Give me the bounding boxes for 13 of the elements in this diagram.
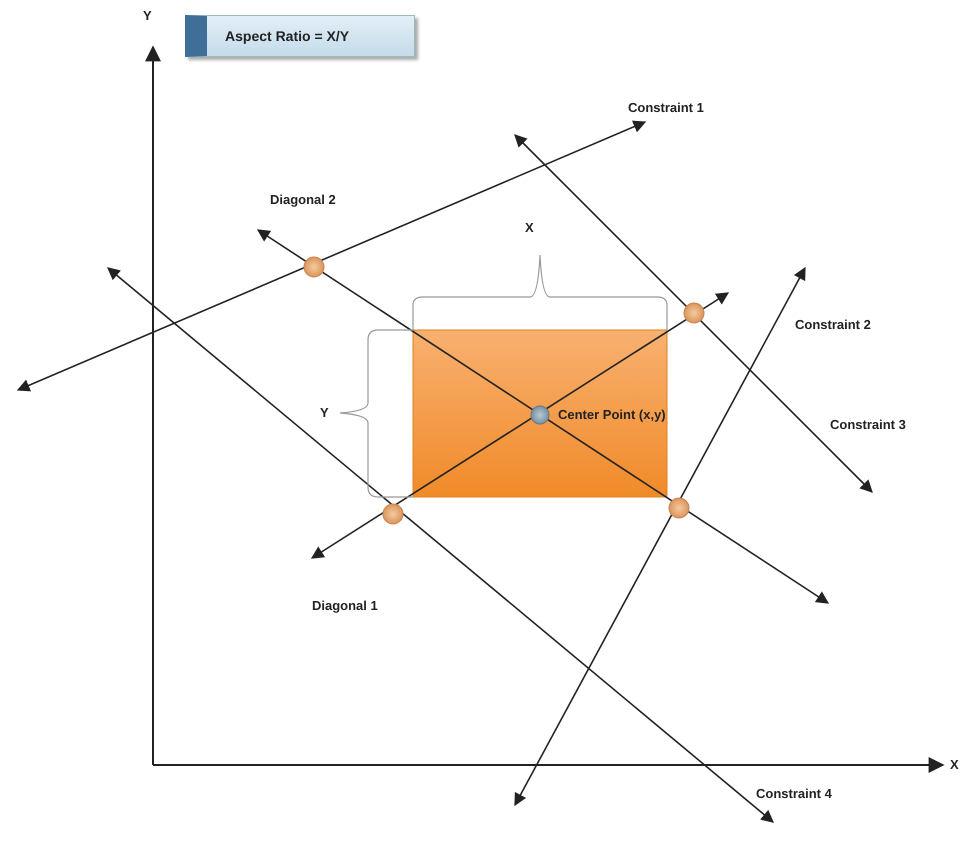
line-label: Constraint 4 (756, 786, 832, 801)
line-label: Constraint 1 (628, 100, 704, 115)
dimension-label: Y (320, 405, 329, 420)
line-label: Constraint 3 (830, 417, 906, 432)
axis-label: Y (143, 8, 152, 23)
axis-label: X (950, 757, 959, 772)
title-box (185, 15, 415, 57)
point-label: Center Point (x,y) (558, 407, 666, 422)
line-label: Diagonal 1 (312, 598, 378, 613)
box-title: Aspect Ratio = X/Y (225, 28, 350, 44)
dimension-label: X (525, 220, 534, 235)
line-label: Constraint 2 (795, 317, 871, 332)
line-label: Diagonal 2 (270, 192, 336, 207)
